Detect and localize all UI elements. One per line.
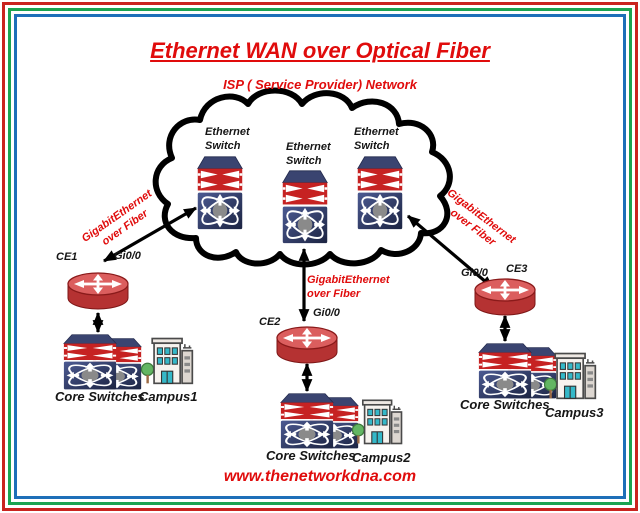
label-line: GigabitEthernet — [444, 186, 518, 247]
link-label-middle: GigabitEthernet over Fiber — [307, 273, 390, 301]
ethernet-switch-icon-1 — [197, 156, 243, 230]
core-switch-icon-front-2 — [280, 393, 334, 449]
campus-label-2: Campus2 — [352, 450, 411, 465]
ethernet-switch-label-1: Ethernet Switch — [205, 125, 250, 153]
label-line: Ethernet — [286, 141, 331, 153]
interface-label-ce2: Gi0/0 — [313, 307, 340, 319]
interface-label-ce1: Gi0/0 — [114, 250, 141, 262]
router-icon-ce3 — [474, 278, 536, 316]
core-switches-label-3: Core Switches — [460, 397, 550, 412]
page-title: Ethernet WAN over Optical Fiber — [150, 38, 490, 63]
isp-network-caption: ISP ( Service Provider) Network — [223, 77, 417, 92]
router-label-ce1: CE1 — [56, 251, 78, 263]
interface-label-ce3: Gi0/0 — [461, 267, 488, 279]
router-icon-ce1 — [67, 272, 129, 310]
campus-label-3: Campus3 — [545, 405, 604, 420]
office-building-icon-campus2 — [352, 399, 403, 445]
core-switches-label-2: Core Switches — [266, 448, 356, 463]
office-building-icon-campus1 — [141, 337, 194, 385]
label-line: over Fiber — [447, 206, 498, 249]
router-icon-ce2 — [276, 326, 338, 364]
label-line: GigabitEthernet — [307, 274, 390, 286]
ethernet-switch-label-3: Ethernet Switch — [354, 125, 399, 153]
router-label-ce2: CE2 — [259, 316, 281, 328]
website-url: www.thenetworkdna.com — [223, 468, 417, 485]
label-line: Switch — [354, 140, 390, 152]
ethernet-switch-label-2: Ethernet Switch — [286, 140, 331, 168]
core-switches-label-1: Core Switches — [55, 389, 145, 404]
office-building-icon-campus3 — [544, 352, 597, 400]
label-line: GigabitEthernet — [79, 187, 155, 245]
core-switch-icon-front-1 — [63, 334, 117, 390]
ethernet-switch-icon-3 — [357, 156, 403, 230]
label-line: Switch — [286, 155, 322, 167]
campus-label-1: Campus1 — [139, 389, 198, 404]
label-line: Switch — [205, 140, 241, 152]
router-label-ce3: CE3 — [506, 263, 528, 275]
label-line: over Fiber — [307, 288, 361, 300]
label-line: Ethernet — [354, 126, 399, 138]
label-line: Ethernet — [205, 126, 250, 138]
link-label-right: GigabitEthernet over Fiber — [421, 175, 534, 270]
ethernet-switch-icon-2 — [282, 170, 328, 244]
core-switch-icon-front-3 — [478, 343, 532, 399]
